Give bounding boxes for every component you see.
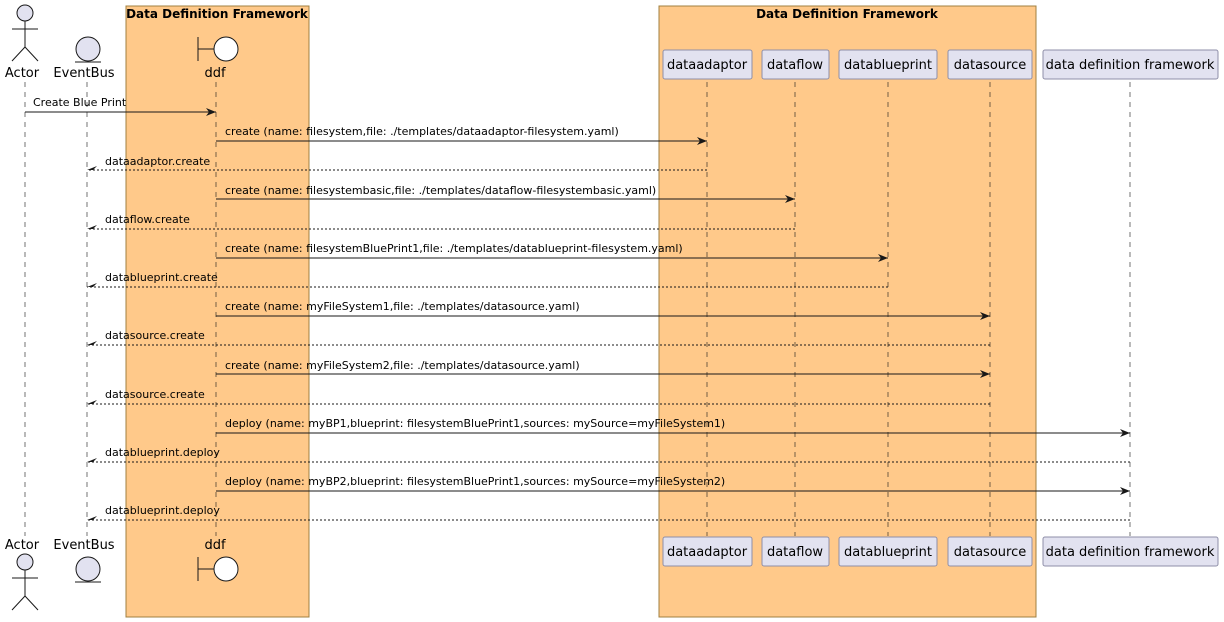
message-14: datablueprint.deploy — [87, 504, 1130, 521]
entity-icon — [75, 556, 101, 583]
message-label: datasource.create — [105, 329, 205, 342]
participant-label-dataflow-bottom: dataflow — [767, 545, 823, 560]
participant-label-eventbus-bottom: EventBus — [53, 538, 114, 553]
participants-bottom: Actor EventBus ddf dataadaptor dataflow — [5, 536, 1219, 611]
message-label: create (name: filesystem,file: ./templat… — [225, 125, 619, 138]
group-box-left-frame — [125, 5, 310, 618]
participants-top: Actor EventBus ddf dataadaptor dataflow … — [5, 4, 1219, 81]
group-box-right-frame — [658, 5, 1037, 618]
message-label: dataadaptor.create — [105, 155, 210, 168]
participant-box-dataadaptor-bottom: dataadaptor — [662, 536, 753, 567]
actor-icon — [11, 553, 39, 611]
participant-box-data-definition-framework-bottom: data definition framework — [1042, 536, 1219, 567]
message-label: deploy (name: myBP2,blueprint: filesyste… — [225, 475, 725, 488]
participant-label-data-definition-framework-bottom: data definition framework — [1046, 545, 1215, 560]
participant-label-dataadaptor-bottom: dataadaptor — [667, 545, 748, 560]
message-5: create (name: filesystemBluePrint1,file:… — [216, 242, 888, 262]
participant-box-data-definition-framework: data definition framework — [1042, 49, 1219, 80]
participant-box-datasource: datasource — [947, 49, 1033, 80]
group-box-right-title: Data Definition Framework — [756, 7, 939, 21]
boundary-icon — [197, 36, 239, 62]
message-label: dataflow.create — [105, 213, 190, 226]
participant-box-datablueprint: datablueprint — [838, 49, 938, 80]
message-7: create (name: myFileSystem1,file: ./temp… — [216, 300, 990, 320]
participant-label-datasource: datasource — [954, 58, 1026, 73]
message-label: datablueprint.create — [105, 271, 218, 284]
message-0: Create Blue Print — [25, 96, 216, 116]
participant-label-datablueprint-bottom: datablueprint — [844, 545, 932, 560]
participant-box-dataadaptor: dataadaptor — [662, 49, 753, 80]
participant-box-dataflow: dataflow — [761, 49, 830, 80]
message-12: datablueprint.deploy — [87, 446, 1130, 463]
participant-label-ddf: ddf — [204, 66, 226, 81]
participant-label-ddf-bottom: ddf — [204, 538, 226, 553]
message-3: create (name: filesystembasic,file: ./te… — [216, 184, 795, 203]
participant-label-datasource-bottom: datasource — [954, 545, 1026, 560]
participant-label-data-definition-framework: data definition framework — [1046, 58, 1215, 73]
message-10: datasource.create — [87, 388, 990, 405]
participant-box-dataflow-bottom: dataflow — [761, 536, 830, 567]
participant-label-actor: Actor — [5, 66, 40, 81]
participant-label-eventbus: EventBus — [53, 66, 114, 81]
participant-label-datablueprint: datablueprint — [844, 58, 932, 73]
message-4: dataflow.create — [87, 213, 795, 230]
group-box-right: Data Definition Framework — [658, 5, 1037, 618]
message-label: deploy (name: myBP1,blueprint: filesyste… — [225, 417, 725, 430]
message-label: datablueprint.deploy — [105, 446, 220, 459]
message-9: create (name: myFileSystem2,file: ./temp… — [216, 359, 990, 378]
message-label: create (name: filesystemBluePrint1,file:… — [225, 242, 683, 255]
group-box-left: Data Definition Framework — [125, 5, 310, 618]
actor-icon — [11, 4, 39, 62]
entity-icon — [75, 36, 101, 63]
message-label: datasource.create — [105, 388, 205, 401]
message-13: deploy (name: myBP2,blueprint: filesyste… — [216, 475, 1130, 495]
message-1: create (name: filesystem,file: ./templat… — [216, 125, 707, 145]
message-label: Create Blue Print — [33, 96, 127, 109]
message-8: datasource.create — [87, 329, 990, 346]
participant-label-actor-bottom: Actor — [5, 538, 40, 553]
message-6: datablueprint.create — [87, 271, 888, 288]
message-11: deploy (name: myBP1,blueprint: filesyste… — [216, 417, 1130, 437]
message-label: datablueprint.deploy — [105, 504, 220, 517]
message-2: dataadaptor.create — [87, 155, 707, 171]
participant-box-datablueprint-bottom: datablueprint — [838, 536, 938, 567]
group-box-left-title: Data Definition Framework — [126, 7, 309, 21]
participant-label-dataadaptor: dataadaptor — [667, 58, 748, 73]
messages: Create Blue Print create (name: filesyst… — [25, 96, 1130, 521]
message-label: create (name: myFileSystem2,file: ./temp… — [225, 359, 580, 372]
participant-box-datasource-bottom: datasource — [947, 536, 1033, 567]
message-label: create (name: myFileSystem1,file: ./temp… — [225, 300, 580, 313]
message-label: create (name: filesystembasic,file: ./te… — [225, 184, 656, 197]
participant-label-dataflow: dataflow — [767, 58, 823, 73]
boundary-icon — [197, 556, 239, 582]
